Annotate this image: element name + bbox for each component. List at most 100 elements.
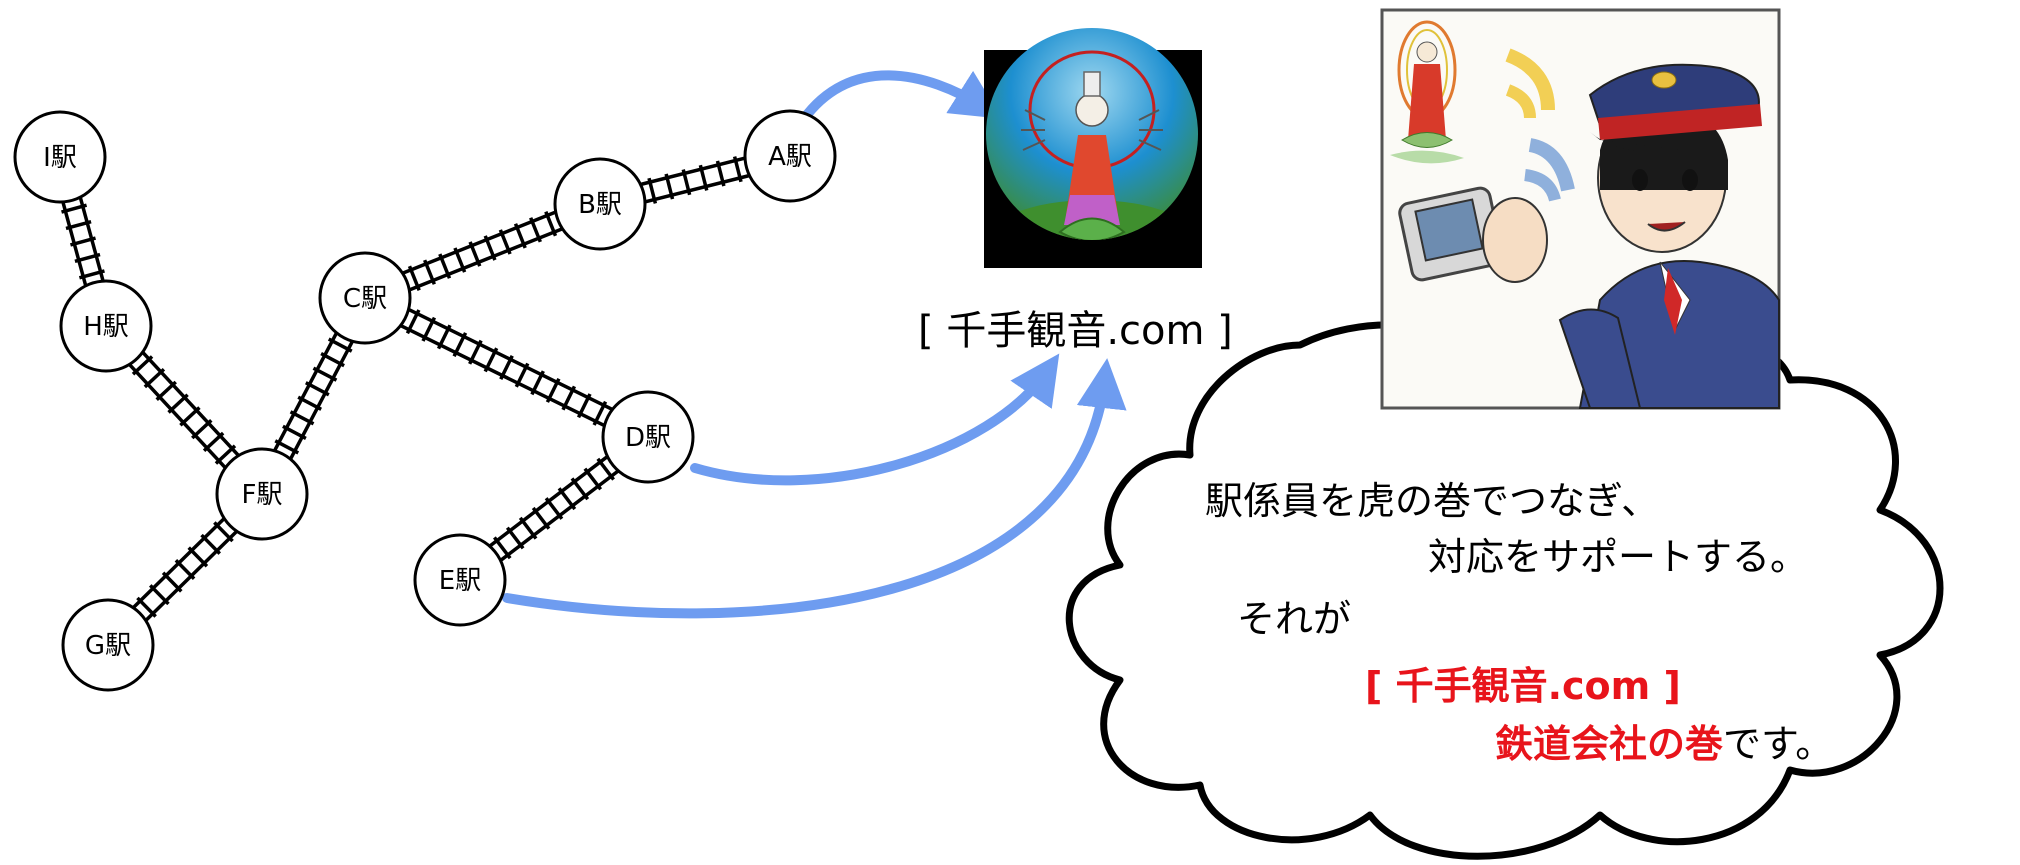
station-a-label: A駅 [768, 142, 812, 172]
cloud-line-5-highlight: 鉄道会社の巻 [1495, 722, 1724, 766]
station-d: D駅 [601, 390, 695, 484]
rail-tie [647, 177, 658, 204]
station-b-label: B駅 [578, 190, 622, 220]
senju-kannon-logo [984, 28, 1202, 268]
cloud-line-3: それが [1237, 597, 1352, 641]
rail-tie [65, 219, 92, 231]
rail [640, 156, 745, 186]
station-i-label: I駅 [43, 143, 77, 173]
rail-tie [438, 253, 452, 279]
rail-tie [529, 217, 542, 243]
rail-tie [732, 156, 743, 183]
track-f-h [128, 351, 240, 469]
rail-tie [570, 477, 590, 501]
rail-tie [187, 546, 209, 568]
cloud-line-2: 対応をサポートする。 [1428, 535, 1809, 579]
rail [273, 332, 338, 451]
track-d-e [489, 455, 619, 562]
rail-tie [498, 229, 512, 255]
rail-tie [61, 203, 88, 214]
rail-tie [698, 164, 709, 191]
track-a-b [640, 156, 750, 204]
rail-tie [544, 497, 564, 520]
rail-tie [191, 419, 213, 440]
rail-tie [596, 457, 615, 481]
rail [289, 341, 354, 460]
station-f: F駅 [215, 447, 309, 541]
rail [409, 227, 563, 292]
rail-tie [421, 316, 437, 342]
rail-tie [74, 252, 101, 264]
rail-tie [583, 467, 603, 491]
rail-tie [405, 309, 421, 335]
rail-tie [136, 596, 157, 618]
track-h-i [61, 197, 105, 286]
rail-tie [468, 241, 482, 267]
rail [128, 363, 227, 469]
rail-tie [214, 444, 237, 465]
connection-arrows [502, 70, 1127, 619]
track-c-d [400, 308, 613, 427]
station-g-label: G駅 [85, 631, 131, 661]
rail-tie [518, 516, 538, 540]
rail-tie [514, 362, 530, 388]
rail-tie [681, 169, 692, 196]
station-h: H駅 [59, 279, 153, 373]
rail-tie [468, 339, 483, 365]
station-attendant-illustration [1380, 8, 1781, 410]
rail-tie [161, 571, 183, 593]
site-label: [ 千手観音.com ] [918, 308, 1233, 354]
rail-tie [664, 173, 675, 200]
rail-tie [483, 347, 499, 373]
rail-tie [131, 355, 154, 376]
rail-tie [576, 393, 592, 419]
track-c-f [273, 332, 354, 460]
rail-tie [715, 160, 726, 187]
cloud-line-1: 駅係員を虎の巻でつなぎ、 [1205, 479, 1660, 523]
rail-tie [327, 337, 353, 353]
rail-tie [213, 521, 234, 543]
railway-tracks [61, 156, 750, 622]
rail-tie [155, 380, 177, 401]
station-b: B駅 [553, 157, 647, 251]
rail-tie [545, 377, 561, 403]
station-c: C駅 [318, 251, 412, 345]
rail-tie [167, 393, 189, 414]
rail [645, 174, 750, 204]
arrow-d-to-site [690, 353, 1060, 486]
station-c-label: C駅 [343, 284, 387, 314]
station-f-label: F駅 [242, 480, 283, 510]
small-kannon-figure [1390, 20, 1464, 164]
rail-tie [69, 236, 97, 247]
rail [141, 351, 240, 457]
rail-tie [274, 439, 300, 455]
station-h-label: H駅 [83, 312, 129, 342]
rail-tie [200, 533, 221, 555]
rail-tie [531, 506, 551, 530]
rail-tie [513, 223, 527, 249]
rail-tie [78, 269, 105, 280]
track-f-g [132, 517, 238, 622]
rail-tie [143, 367, 166, 389]
rail-tie [320, 352, 345, 368]
arrow-e-to-site [502, 358, 1127, 619]
rail-tie [505, 526, 525, 550]
cloud-line-5-suffix: です。 [1723, 722, 1834, 766]
rail-tie [174, 558, 196, 581]
rail-tie [453, 247, 467, 273]
station-e: E駅 [413, 533, 507, 627]
rail-tie [592, 400, 608, 426]
rail-tie [452, 332, 468, 358]
arrow-a-to-site [798, 70, 1002, 125]
rail-tie [202, 431, 225, 453]
cloud-line-4-highlight: [ 千手観音.com ] [1365, 664, 1681, 708]
station-e-label: E駅 [439, 566, 481, 596]
rail-tie [312, 366, 338, 382]
track-b-c [402, 210, 563, 292]
cloud-line-5: 鉄道会社の巻です。 [1495, 713, 1833, 768]
rail-tie [282, 424, 307, 440]
station-g: G駅 [61, 598, 155, 692]
rail-tie [483, 235, 497, 261]
rail-tie [179, 406, 201, 427]
